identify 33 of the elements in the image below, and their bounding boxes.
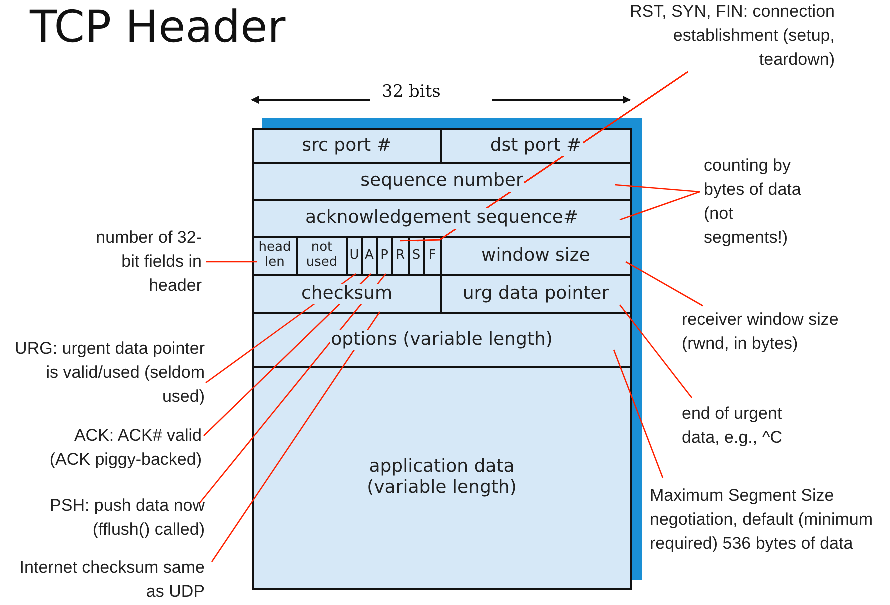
leader-line [620,191,700,221]
leader-line [626,261,704,307]
annotation-text: PSH: push data now (fflush() called) [10,494,205,542]
header-field: head len [252,236,298,276]
header-field: checksum [252,274,442,314]
leader-line [211,312,381,562]
leader-line [200,274,386,504]
leader-line [613,350,664,478]
title: TCP Header [30,2,286,53]
leader-line [204,274,372,436]
annotation-text: RST, SYN, FIN: connection establishment (setup, teardown) [625,0,835,72]
header-field: src port # [252,128,442,164]
payload-field: application data (variable length) [252,366,632,590]
header-field: sequence number [252,162,632,201]
annotation-text: Internet checksum same as UDP [10,556,205,604]
leader-line [619,304,693,398]
leader-line [614,184,700,193]
header-field: not used [296,236,348,276]
annotation-text: Maximum Segment Size negotiation, default (minimum required) 536 bytes of data [650,484,875,556]
annotation-text: ACK: ACK# valid (ACK piggy-backed) [30,424,202,472]
annotation-text: URG: urgent data pointer is valid/used (seldom used) [10,337,205,409]
header-field: options (variable length) [252,312,632,368]
header-field: acknowledgement sequence# [252,199,632,238]
leader-line [206,273,356,384]
annotation-text: end of urgent data, e.g., ^C [682,402,812,450]
header-field: urg data pointer [440,274,632,314]
annotation-text: counting by bytes of data (not segments!) [704,154,814,250]
annotation-text: number of 32-bit fields in header [80,226,202,298]
annotation-text: receiver window size (rwnd, in bytes) [682,308,882,356]
header-field: window size [440,236,632,276]
header-field: dst port # [440,128,632,164]
leader-line [206,261,260,263]
dimension-label: 32 bits [382,82,441,102]
